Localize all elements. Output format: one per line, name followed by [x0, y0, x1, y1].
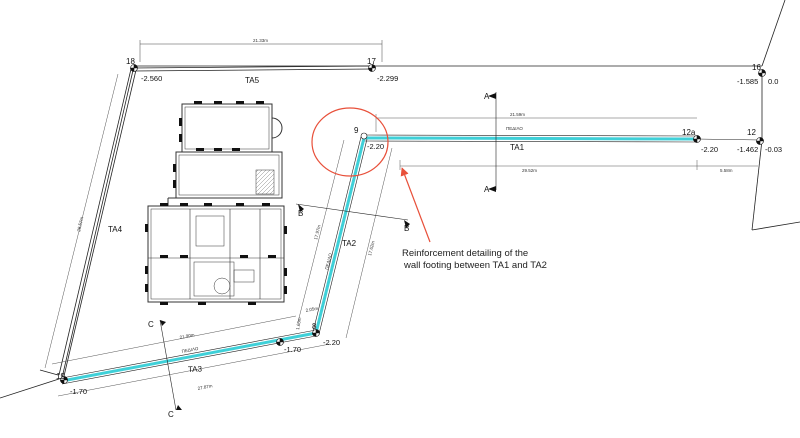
dimension-ta2 — [297, 139, 393, 339]
point-elev-8: -2.20 — [323, 338, 340, 347]
footing-ta3 — [61, 329, 317, 385]
property-boundary — [0, 0, 800, 399]
marker-18 — [130, 64, 138, 72]
point-elev-12-right: -0.03 — [765, 145, 782, 154]
annotation-line-1: Reinforcement detailing of the — [402, 248, 528, 259]
ta1-extension — [696, 138, 761, 141]
point-label-8: 8 — [312, 322, 317, 331]
point-label-12a: 12a — [682, 128, 696, 137]
dimension-ta3-bottom-label: 27.87m — [197, 383, 213, 391]
point-elev-18: -2.560 — [141, 74, 162, 83]
dimension-ta2-left-label: 17.97m — [313, 224, 322, 240]
dimension-top-label: 21.33m — [253, 38, 268, 43]
marker-9 — [360, 132, 368, 140]
section-b-right-label: B — [404, 224, 409, 233]
dimension-ta3-top-label: 21.90m — [179, 332, 195, 340]
marker-8 — [312, 329, 320, 337]
section-b — [295, 203, 410, 228]
footing-ta1 — [363, 134, 698, 143]
segment-label-ta2: TA2 — [342, 239, 357, 248]
marker-12a — [693, 135, 701, 143]
dimension-ta1-bottom — [399, 160, 758, 170]
dimension-ta1-bottom-label: 29.52m — [522, 168, 537, 173]
marker-17 — [368, 64, 376, 72]
section-a-bottom-label: A — [484, 185, 490, 194]
dimension-ta4 — [44, 73, 119, 369]
segment-label-ta5: TA5 — [245, 76, 260, 85]
point-label-18: 18 — [126, 57, 135, 66]
point-label-12: 12 — [747, 128, 756, 137]
building-windows — [145, 101, 287, 305]
building-floor-plan — [147, 103, 285, 303]
dimension-ta1-top-label: 21.59m — [510, 112, 525, 117]
marker-19 — [60, 376, 68, 384]
dimension-ta1-top — [375, 114, 697, 132]
section-c-top-label: C — [148, 320, 154, 329]
section-a-top-label: A — [484, 92, 490, 101]
point-label-16: 16 — [752, 63, 761, 72]
segment-label-ta1: TA1 — [510, 143, 525, 152]
dimension-ta4-label: 28.57m — [76, 216, 84, 232]
marker-mid — [276, 338, 284, 346]
point-label-19: 19 — [56, 372, 65, 381]
section-b-left-label: B — [298, 209, 303, 218]
pedio-ta1: ΠΕΔΙΛΟ — [506, 126, 523, 131]
annotation-arrow — [400, 167, 431, 243]
section-c — [159, 319, 182, 411]
dimension-ta3 — [51, 315, 331, 397]
footing-ta4 — [39, 68, 137, 377]
pedio-ta3: ΠΕΔΙΛΟ — [181, 346, 199, 354]
point-elev-19: -1.70 — [70, 387, 87, 396]
dimension-ta2-right-label: 17.62m — [367, 240, 376, 256]
survey-markers — [60, 64, 766, 384]
segment-label-ta3: TA3 — [188, 364, 203, 374]
pedio-ta2: ΠΕΔΙΛΟ — [324, 252, 333, 270]
marker-12 — [756, 137, 764, 145]
dimension-ta1-right-label: 5.58m — [720, 168, 733, 173]
point-label-17: 17 — [367, 57, 376, 66]
dimension-ta3-vert-label: 1.65m — [295, 317, 302, 330]
dimension-top — [139, 40, 383, 62]
point-elev-12a: -2.20 — [701, 145, 718, 154]
point-elev-17: -2.299 — [377, 74, 398, 83]
point-elev-mid: -1.70 — [284, 345, 301, 354]
point-elev-16-right: 0.0 — [768, 77, 778, 86]
section-c-bottom-label: C — [168, 410, 174, 419]
point-elev-9: -2.20 — [367, 142, 384, 151]
highlight-circle — [311, 107, 389, 177]
footing-ta5 — [133, 65, 373, 72]
annotation-line-2: wall footing between TA1 and TA2 — [403, 260, 547, 271]
marker-16 — [758, 69, 766, 77]
footing-ta2 — [312, 136, 368, 335]
section-a — [488, 92, 497, 192]
point-elev-16-left: -1.585 — [737, 77, 758, 86]
dimension-ta3-small-label: 2.05m — [305, 306, 318, 313]
point-label-9: 9 — [354, 126, 359, 135]
segment-label-ta4: TA4 — [108, 225, 123, 234]
point-elev-12-left: -1.462 — [737, 145, 758, 154]
